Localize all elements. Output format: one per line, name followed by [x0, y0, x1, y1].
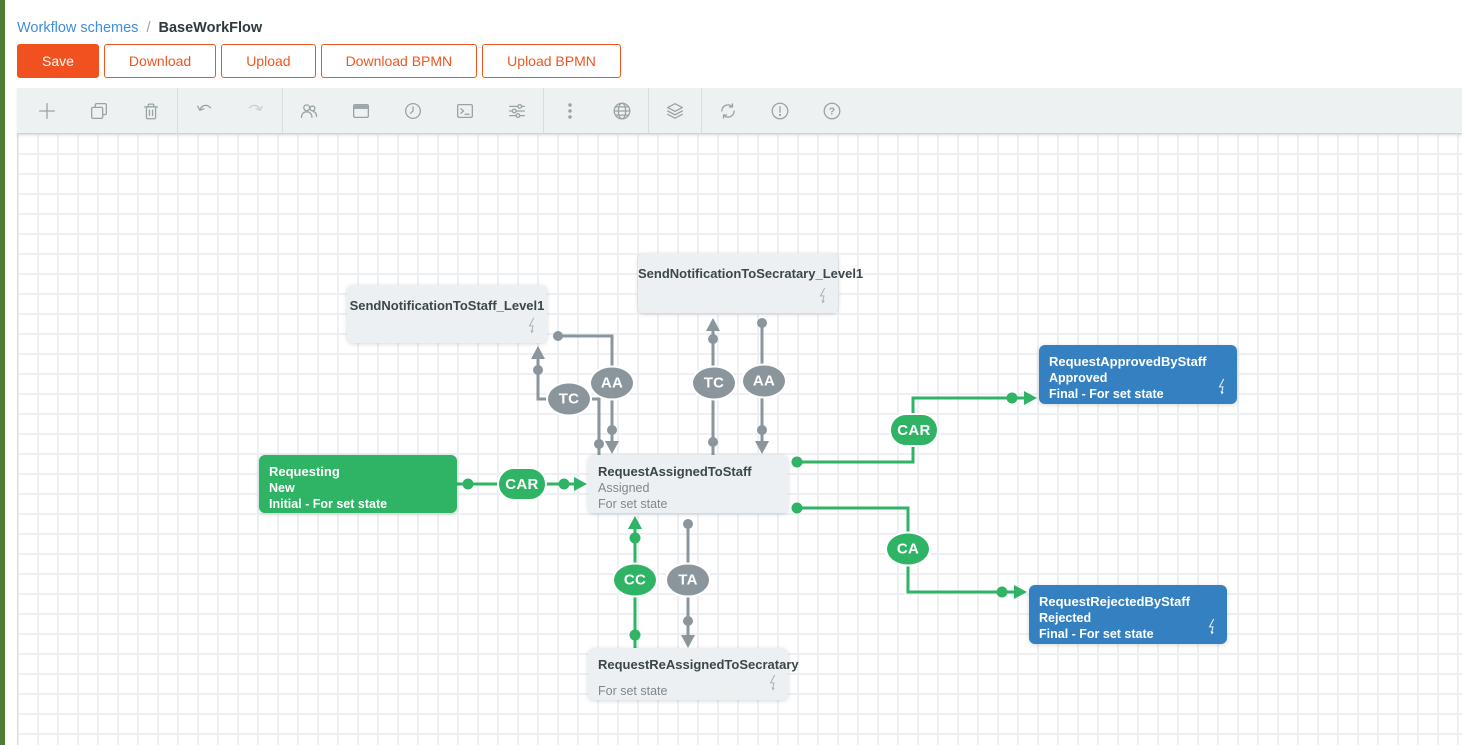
transition-ca-to-rejected[interactable]: CA: [885, 531, 931, 567]
state-node-request-rejected-by-staff[interactable]: RequestRejectedByStaff Rejected Final - …: [1029, 585, 1227, 644]
transition-car-to-approved[interactable]: CAR: [889, 413, 939, 447]
state-title: RequestAssignedToStaff: [598, 464, 752, 479]
activity-title: SendNotificationToSecratary_Level1: [638, 266, 864, 281]
layers-icon[interactable]: [663, 99, 687, 123]
transition-aa-staff[interactable]: AA: [589, 365, 635, 401]
delete-icon[interactable]: [139, 99, 163, 123]
lightning-icon: [817, 287, 830, 308]
state-name: New: [269, 481, 295, 495]
activity-title: SendNotificationToStaff_Level1: [349, 298, 545, 313]
timers-icon[interactable]: [401, 99, 425, 123]
state-note: Final - For set state: [1049, 387, 1164, 401]
refresh-icon[interactable]: [716, 99, 740, 123]
lightning-icon: [767, 674, 780, 695]
action-buttons: Save Download Upload Download BPMN Uploa…: [17, 44, 621, 78]
toolbar-group-info: ?: [701, 88, 858, 133]
download-button[interactable]: Download: [103, 44, 217, 78]
add-icon[interactable]: [35, 99, 59, 123]
activity-node-send-notification-to-secretary[interactable]: SendNotificationToSecratary_Level1: [638, 253, 864, 313]
state-title: RequestReAssignedToSecratary: [598, 657, 799, 672]
workflow-canvas[interactable]: SendNotificationToStaff_Level1 SendNotif…: [17, 134, 1462, 745]
state-node-request-approved-by-staff[interactable]: RequestApprovedByStaff Approved Final - …: [1039, 345, 1237, 404]
breadcrumb-current-scheme: BaseWorkFlow: [158, 20, 263, 36]
redo-icon[interactable]: [244, 99, 268, 123]
globe-icon[interactable]: [610, 99, 634, 123]
transition-tc-secretary[interactable]: TC: [691, 365, 737, 401]
page-header: Workflow schemes / BaseWorkFlow Save Dow…: [17, 0, 1462, 88]
code-actions-icon[interactable]: [453, 99, 477, 123]
svg-text:?: ?: [829, 106, 835, 117]
toolbar-group-more: [543, 88, 648, 133]
toolbar-group-history: [177, 88, 282, 133]
errors-icon[interactable]: [768, 99, 792, 123]
state-note: Final - For set state: [1039, 627, 1154, 641]
transition-cc-to-assigned[interactable]: CC: [612, 562, 658, 598]
lightning-icon: [1216, 378, 1229, 399]
download-bpmn-button[interactable]: Download BPMN: [320, 44, 478, 78]
state-name: Approved: [1049, 371, 1108, 385]
lightning-icon: [1206, 618, 1219, 639]
help-icon[interactable]: ?: [820, 99, 844, 123]
state-name: Assigned: [598, 481, 650, 495]
save-button[interactable]: Save: [17, 44, 99, 78]
undo-icon[interactable]: [192, 99, 216, 123]
state-node-requesting[interactable]: Requesting New Initial - For set state: [259, 455, 457, 513]
transition-tc-staff[interactable]: TC: [546, 381, 592, 417]
breadcrumb-separator: /: [146, 20, 151, 36]
state-note: Initial - For set state: [269, 497, 388, 511]
state-title: RequestRejectedByStaff: [1039, 594, 1190, 609]
lightning-icon: [526, 317, 539, 338]
state-name: Rejected: [1039, 611, 1092, 625]
state-node-request-reassigned-to-secretary[interactable]: RequestReAssignedToSecratary For set sta…: [588, 648, 799, 700]
window-edge-strip: [0, 0, 5, 745]
copy-icon[interactable]: [87, 99, 111, 123]
state-title: RequestApprovedByStaff: [1049, 354, 1207, 369]
breadcrumb-workflow-schemes-link[interactable]: Workflow schemes: [17, 20, 139, 36]
state-note: For set state: [598, 497, 668, 511]
upload-bpmn-button[interactable]: Upload BPMN: [482, 44, 621, 78]
toolbar-group-scheme-objects: [282, 88, 543, 133]
breadcrumb: Workflow schemes / BaseWorkFlow: [17, 20, 262, 36]
transition-aa-secretary[interactable]: AA: [741, 363, 787, 399]
actors-icon[interactable]: [297, 99, 321, 123]
transition-edges: [457, 318, 1037, 648]
activity-node-send-notification-to-staff[interactable]: SendNotificationToStaff_Level1: [347, 285, 547, 343]
toolbar-group-edit: [17, 88, 177, 133]
toolbar-group-layers: [648, 88, 701, 133]
state-note: For set state: [598, 684, 668, 698]
upload-button[interactable]: Upload: [221, 44, 316, 78]
designer-toolbar: ?: [17, 88, 1462, 134]
state-node-request-assigned-to-staff[interactable]: RequestAssignedToStaff Assigned For set …: [588, 455, 788, 513]
state-title: Requesting: [269, 464, 340, 479]
window-icon[interactable]: [349, 99, 373, 123]
parameters-icon[interactable]: [505, 99, 529, 123]
transition-car-to-assigned[interactable]: CAR: [497, 467, 547, 501]
transition-ta-to-reassigned[interactable]: TA: [665, 562, 711, 598]
more-icon[interactable]: [558, 99, 582, 123]
